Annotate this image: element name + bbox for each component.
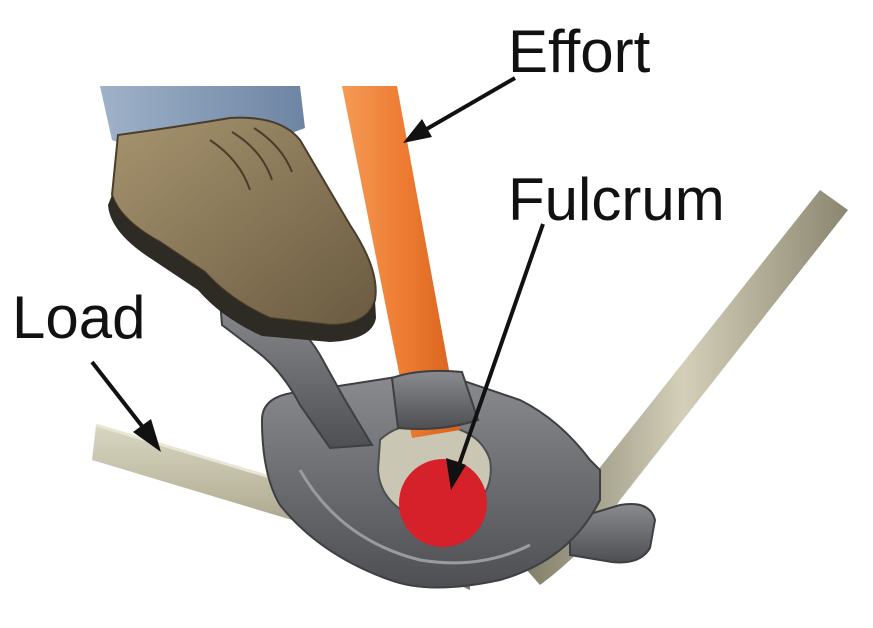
pipe-hook <box>569 503 657 564</box>
load-label: Load <box>12 284 146 351</box>
fulcrum-arrow <box>446 223 545 490</box>
bender-handle <box>342 86 460 438</box>
effort-arrow <box>403 76 517 143</box>
fulcrum-dot <box>399 459 487 547</box>
fulcrum-label: Fulcrum <box>508 166 725 233</box>
work-boot <box>108 116 377 342</box>
load-arrow <box>90 360 161 452</box>
handle-socket <box>390 369 480 430</box>
effort-label: Effort <box>508 18 651 85</box>
